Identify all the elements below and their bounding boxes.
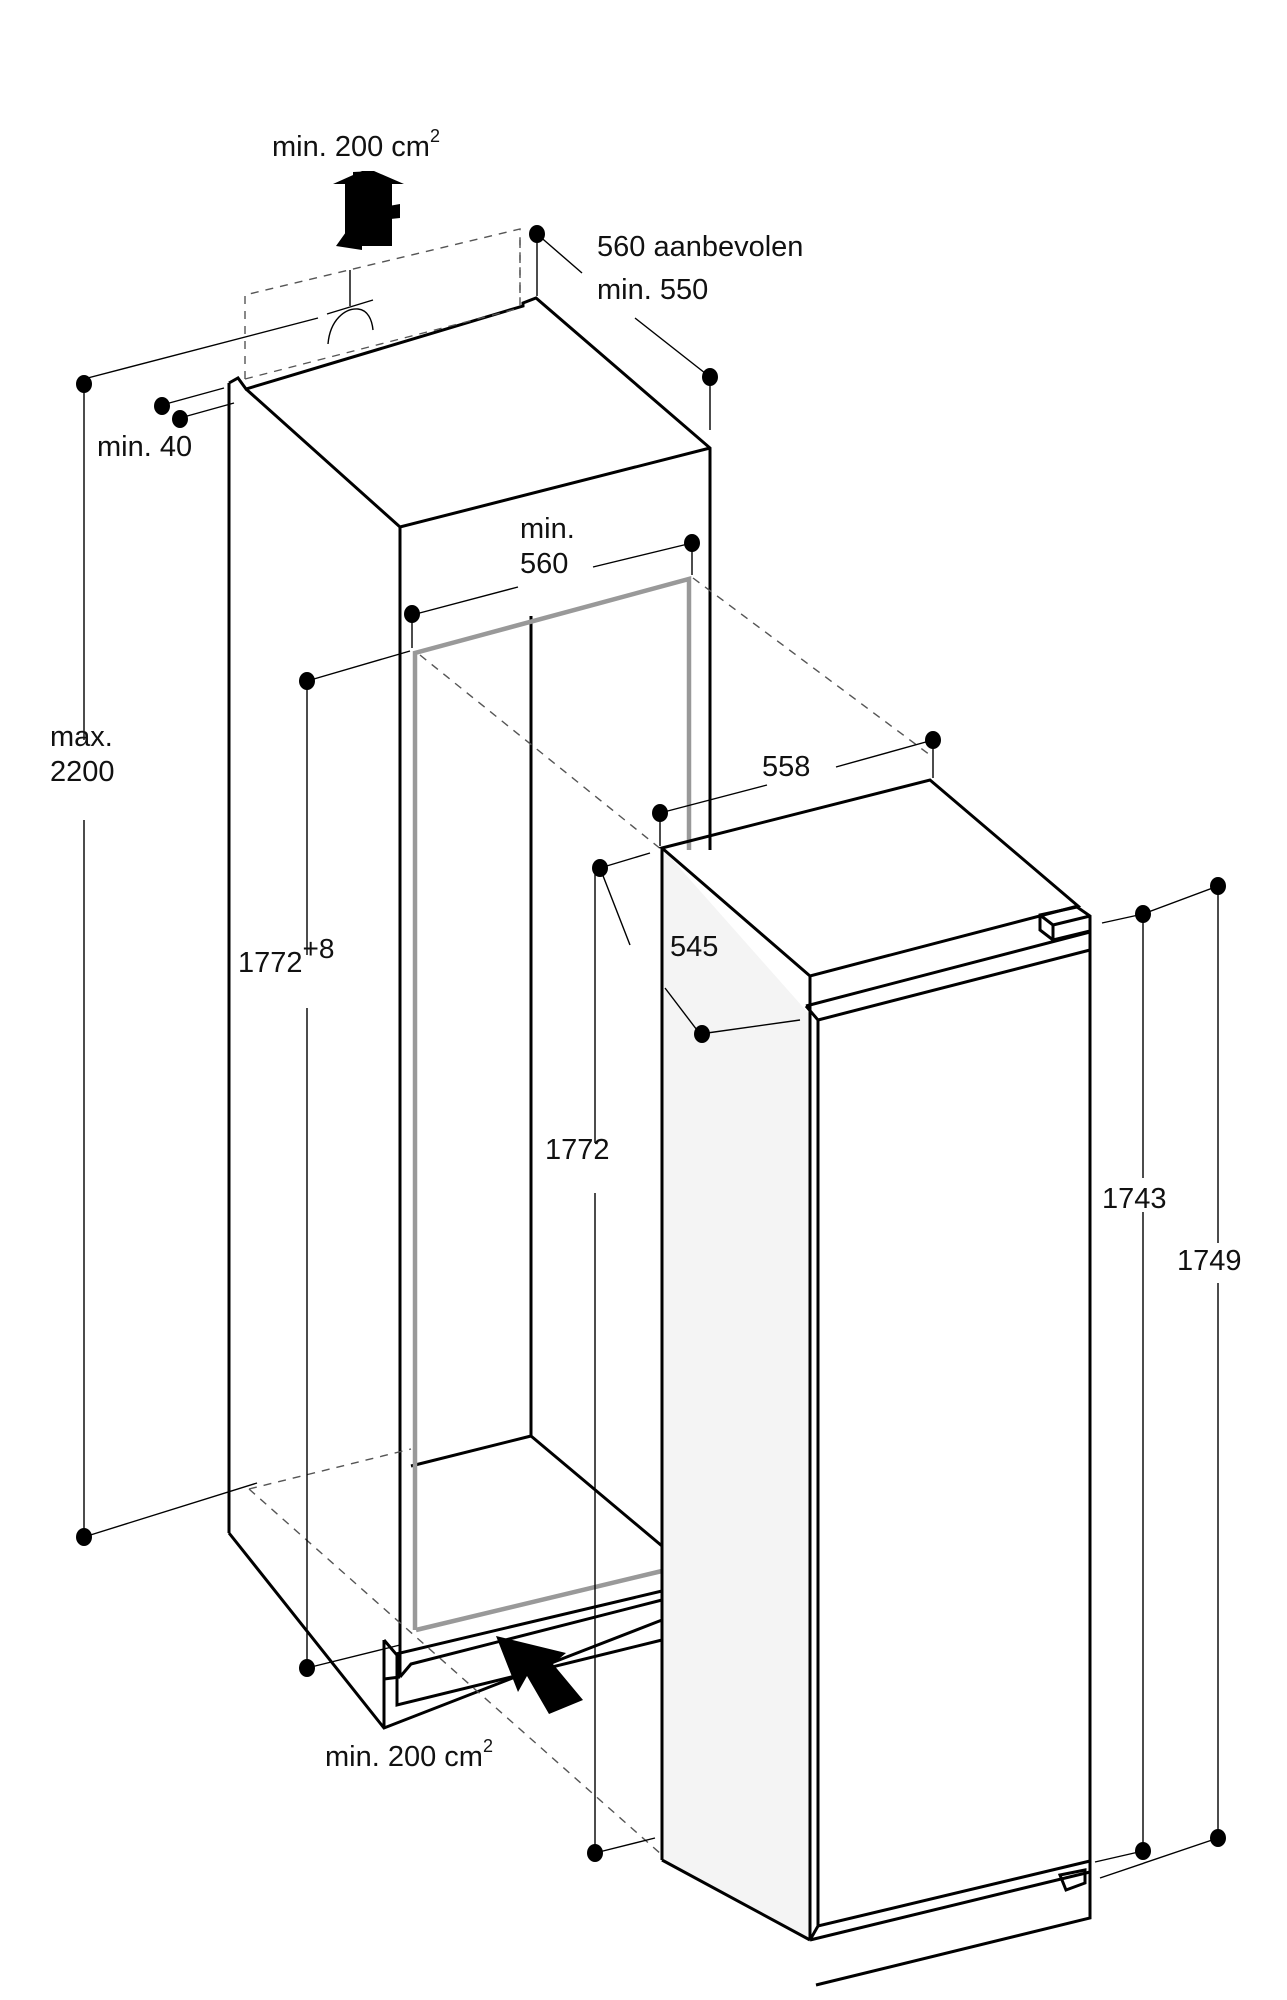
top-vent-volume bbox=[244, 228, 521, 380]
arrow-diagonal-icon bbox=[496, 1636, 583, 1714]
door-height-1749-label: 1749 bbox=[1177, 1245, 1242, 1277]
niche-width-label-2: 560 bbox=[520, 548, 569, 580]
niche-height-label: 1772+8 bbox=[238, 933, 335, 979]
appliance-depth-label: 545 bbox=[670, 931, 719, 963]
door-height-1743-label: 1743 bbox=[1102, 1183, 1167, 1215]
arrow-up-icon-body bbox=[333, 171, 404, 246]
depth-recommended-label: 560 aanbevolen bbox=[597, 231, 804, 263]
niche-width-label-1: min. bbox=[520, 513, 575, 545]
vent-bottom-label: min. 200 cm2 bbox=[325, 1736, 493, 1773]
appliance-height-label: 1772 bbox=[545, 1134, 610, 1166]
vent-top-label: min. 200 cm2 bbox=[272, 126, 440, 163]
niche-cabinet bbox=[227, 296, 712, 1730]
electrical-outlet-icon bbox=[79, 270, 374, 381]
projection-guides bbox=[248, 240, 931, 1856]
dimension-lines bbox=[83, 233, 1219, 1879]
appliance-width-label: 558 bbox=[762, 751, 811, 783]
depth-min-label: min. 550 bbox=[597, 274, 709, 306]
top-gap-label: min. 40 bbox=[97, 431, 193, 463]
dimension-dots bbox=[76, 225, 1226, 1862]
appliance bbox=[658, 778, 1092, 1987]
niche-height-max-label-1: max. bbox=[50, 721, 113, 753]
niche-height-max-label-2: 2200 bbox=[50, 756, 115, 788]
